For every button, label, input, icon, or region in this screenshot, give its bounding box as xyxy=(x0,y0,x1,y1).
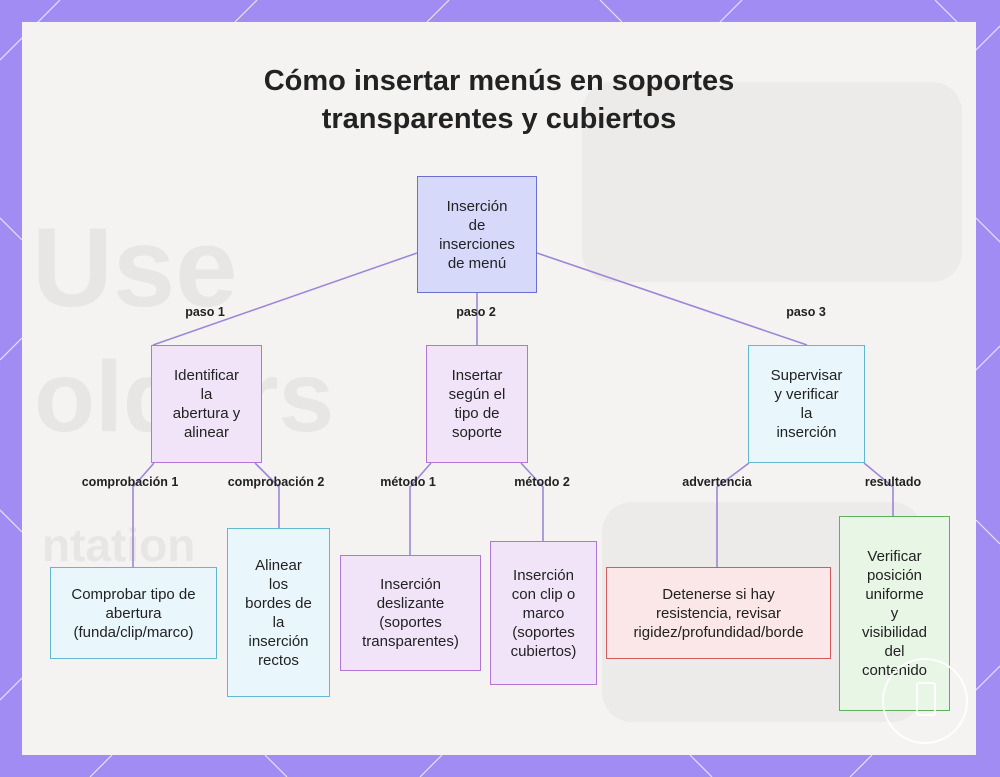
node-advertencia: Detenerse si hay resistencia, revisar ri… xyxy=(606,567,831,659)
edge-label-metodo-2: método 2 xyxy=(514,475,570,489)
node-comprobacion-1: Comprobar tipo de abertura (funda/clip/m… xyxy=(50,567,217,659)
node-text: deslizante xyxy=(376,595,445,612)
node-text: abertura xyxy=(105,604,162,622)
node-text: de menú xyxy=(447,254,507,272)
node-text: alinear xyxy=(183,424,229,441)
background-shape xyxy=(582,82,962,282)
edge-label-resultado: resultado xyxy=(864,475,922,489)
node-text: Insertar xyxy=(451,367,503,384)
edge-label-paso1: paso 1 xyxy=(185,305,225,319)
edge-label-paso2: paso 2 xyxy=(456,305,496,319)
node-paso2: Insertar según el tipo de soporte xyxy=(426,345,528,463)
background-word: Use xyxy=(32,205,238,330)
node-text: (soportes xyxy=(379,614,442,631)
node-text: posición xyxy=(866,567,923,584)
edge-metodo2 xyxy=(520,462,544,541)
node-text: Inserción xyxy=(513,566,574,584)
node-text: Detenerse si hay xyxy=(662,585,775,603)
node-text: transparentes) xyxy=(362,633,459,650)
node-text: tipo de xyxy=(454,405,500,422)
edge-label-metodo-1: método 1 xyxy=(380,475,436,489)
node-paso3: Supervisar y verificar la inserción xyxy=(748,345,865,463)
node-text: Verificar xyxy=(867,548,922,565)
edge-comp1 xyxy=(132,462,155,567)
edge-metodo1 xyxy=(409,462,432,555)
node-text: Inserción xyxy=(380,576,441,593)
node-text: uniforme xyxy=(865,586,924,603)
node-text: resistencia, revisar xyxy=(655,604,782,622)
title-line-1: Cómo insertar menús en soportes xyxy=(263,65,735,97)
node-text: cubiertos) xyxy=(510,642,577,660)
node-text: y verificar xyxy=(774,386,839,403)
node-text: Supervisar xyxy=(770,367,843,384)
edge-paso3 xyxy=(536,252,808,346)
edge-label-comprobacion-2: comprobación 2 xyxy=(227,475,325,489)
diagram-title: Cómo insertar menús en soportes transpar… xyxy=(22,62,976,138)
node-text: y xyxy=(890,605,899,622)
node-text: visibilidad xyxy=(861,624,928,641)
node-text: Comprobar tipo de xyxy=(71,585,196,603)
node-text: (funda/clip/marco) xyxy=(73,623,194,641)
watermark-logo-icon xyxy=(882,658,968,744)
edge-label-advertencia: advertencia xyxy=(682,475,752,489)
node-text: según el xyxy=(448,386,506,403)
node-text: marco xyxy=(522,604,565,622)
node-root: Inserción de inserciones de menú xyxy=(417,176,537,293)
node-text: Alinear xyxy=(255,556,302,574)
node-text: Inserción xyxy=(446,197,508,215)
edge-comp2 xyxy=(254,462,280,528)
edge-resultado xyxy=(863,462,894,516)
edge-advertencia xyxy=(716,462,750,567)
node-text: (soportes xyxy=(512,623,575,641)
node-text: la xyxy=(272,613,285,631)
node-text: bordes de xyxy=(245,594,312,612)
node-text: abertura y xyxy=(172,405,241,422)
node-text: la xyxy=(800,405,813,422)
node-text: inserción xyxy=(248,632,309,650)
node-metodo-2: Inserción con clip o marco (soportes cub… xyxy=(490,541,597,685)
node-text: inserción xyxy=(776,424,837,441)
node-text: rectos xyxy=(258,651,299,669)
node-text: la xyxy=(200,386,213,403)
document-icon xyxy=(916,682,936,716)
edge-label-comprobacion-1: comprobación 1 xyxy=(81,475,179,489)
edge-label-paso3: paso 3 xyxy=(786,305,826,319)
background-word: ntation xyxy=(42,519,196,571)
node-text: del xyxy=(884,643,905,660)
node-text: Identificar xyxy=(173,367,240,384)
node-text: soporte xyxy=(451,424,503,441)
node-text: inserciones xyxy=(439,235,515,253)
node-text: rigidez/profundidad/borde xyxy=(633,623,804,641)
title-line-2: transparentes y cubiertos xyxy=(321,103,677,135)
node-text: los xyxy=(268,575,289,593)
node-paso1: Identificar la abertura y alinear xyxy=(151,345,262,463)
node-text: con clip o xyxy=(511,585,576,603)
edge-paso1 xyxy=(152,252,418,346)
node-metodo-1: Inserción deslizante (soportes transpare… xyxy=(340,555,481,671)
node-comprobacion-2: Alinear los bordes de la inserción recto… xyxy=(227,528,330,697)
node-text: de xyxy=(468,216,486,234)
